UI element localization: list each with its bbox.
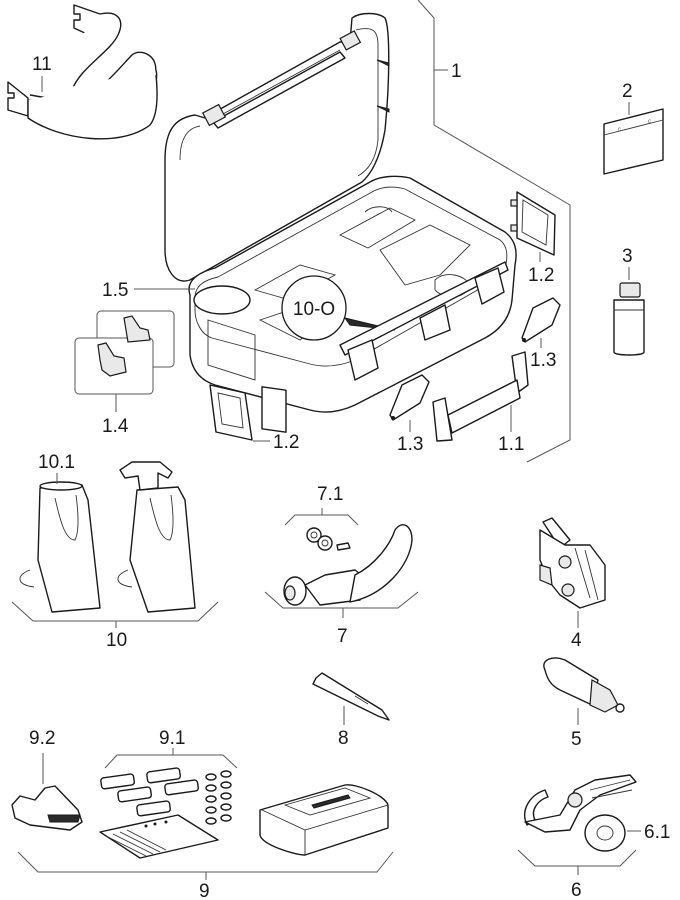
label-8: 8	[338, 728, 349, 749]
label-4: 4	[571, 630, 582, 651]
side-holder-left	[209, 384, 270, 442]
svg-text:c: c	[618, 127, 621, 133]
label-6: 6	[571, 880, 582, 900]
pipe-shears	[517, 774, 641, 875]
spare-plates	[100, 767, 199, 817]
bag-set	[11, 461, 219, 628]
label-5: 5	[571, 729, 582, 750]
label-card: c c	[603, 102, 664, 175]
calibration-tool	[543, 657, 625, 725]
label-10-1: 10.1	[38, 452, 75, 473]
label-1: 1	[451, 61, 462, 82]
blade-disc	[584, 814, 626, 852]
label-3: 3	[622, 246, 633, 267]
spare-washers	[205, 770, 232, 825]
label-9: 9	[199, 881, 210, 900]
label-9-1: 9.1	[159, 728, 185, 749]
label-1-1: 1.1	[498, 434, 524, 455]
bottle	[613, 267, 645, 356]
clamp-set	[74, 310, 175, 412]
bracket-1	[417, 0, 571, 463]
side-holder-right	[510, 191, 556, 262]
label-1-2-right: 1.2	[528, 265, 554, 286]
label-11: 11	[32, 54, 52, 75]
label-7-1: 7.1	[317, 484, 343, 505]
svg-text:c: c	[648, 119, 651, 125]
label-1-4: 1.4	[102, 416, 129, 437]
label-10: 10	[106, 630, 127, 651]
label-7: 7	[337, 626, 348, 647]
latch-right	[521, 297, 561, 348]
case	[164, 12, 517, 433]
label-10-O: 10-O	[293, 299, 335, 320]
label-6-1: 6.1	[644, 822, 670, 843]
insert-callout: 10-O	[281, 275, 347, 341]
label-1-3-left: 1.3	[397, 434, 423, 455]
repair-set	[11, 748, 394, 880]
marker-pen	[312, 672, 390, 725]
label-1-3-right: 1.3	[530, 350, 556, 371]
label-9-2: 9.2	[29, 728, 55, 749]
shoulder-strap	[7, 4, 158, 140]
carry-handle	[432, 351, 529, 442]
latch-left	[389, 374, 430, 432]
label-1-2-left: 1.2	[273, 432, 299, 453]
label-2: 2	[622, 81, 633, 102]
press-jaw	[539, 517, 606, 628]
pipe-cutter	[264, 508, 419, 618]
label-1-5: 1.5	[102, 280, 128, 301]
